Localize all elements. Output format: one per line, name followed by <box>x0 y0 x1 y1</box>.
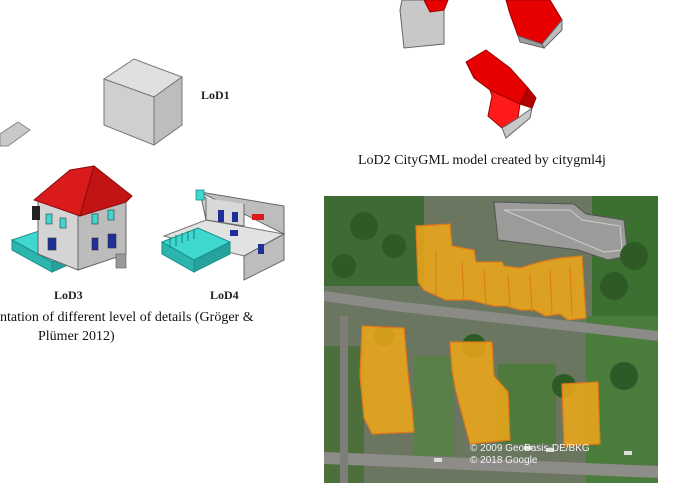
aerial-photo-canvas <box>324 196 658 483</box>
aerial-photo: © 2009 GeoBasis-DE/BKG © 2018 Google <box>324 196 658 483</box>
lod3-label: LoD3 <box>54 288 83 302</box>
lod2-citygml-buildings <box>399 0 563 139</box>
lod3-house-model <box>10 165 133 273</box>
figure-left-caption-line2: Plümer 2012) <box>38 329 115 344</box>
map-copyright-line1: © 2009 GeoBasis-DE/BKG <box>470 443 590 454</box>
figure-right-caption: LoD2 CityGML model created by citygml4j <box>358 153 606 168</box>
figure-left-caption-line1: ntation of different level of details (G… <box>0 310 254 325</box>
lod4-interior-model <box>160 189 286 281</box>
lod0-plane-partial <box>0 121 31 147</box>
lod1-label: LoD1 <box>201 88 230 102</box>
lod1-block-model <box>102 58 184 146</box>
map-copyright-line2: © 2018 Google <box>470 455 538 466</box>
lod4-label: LoD4 <box>210 288 239 302</box>
